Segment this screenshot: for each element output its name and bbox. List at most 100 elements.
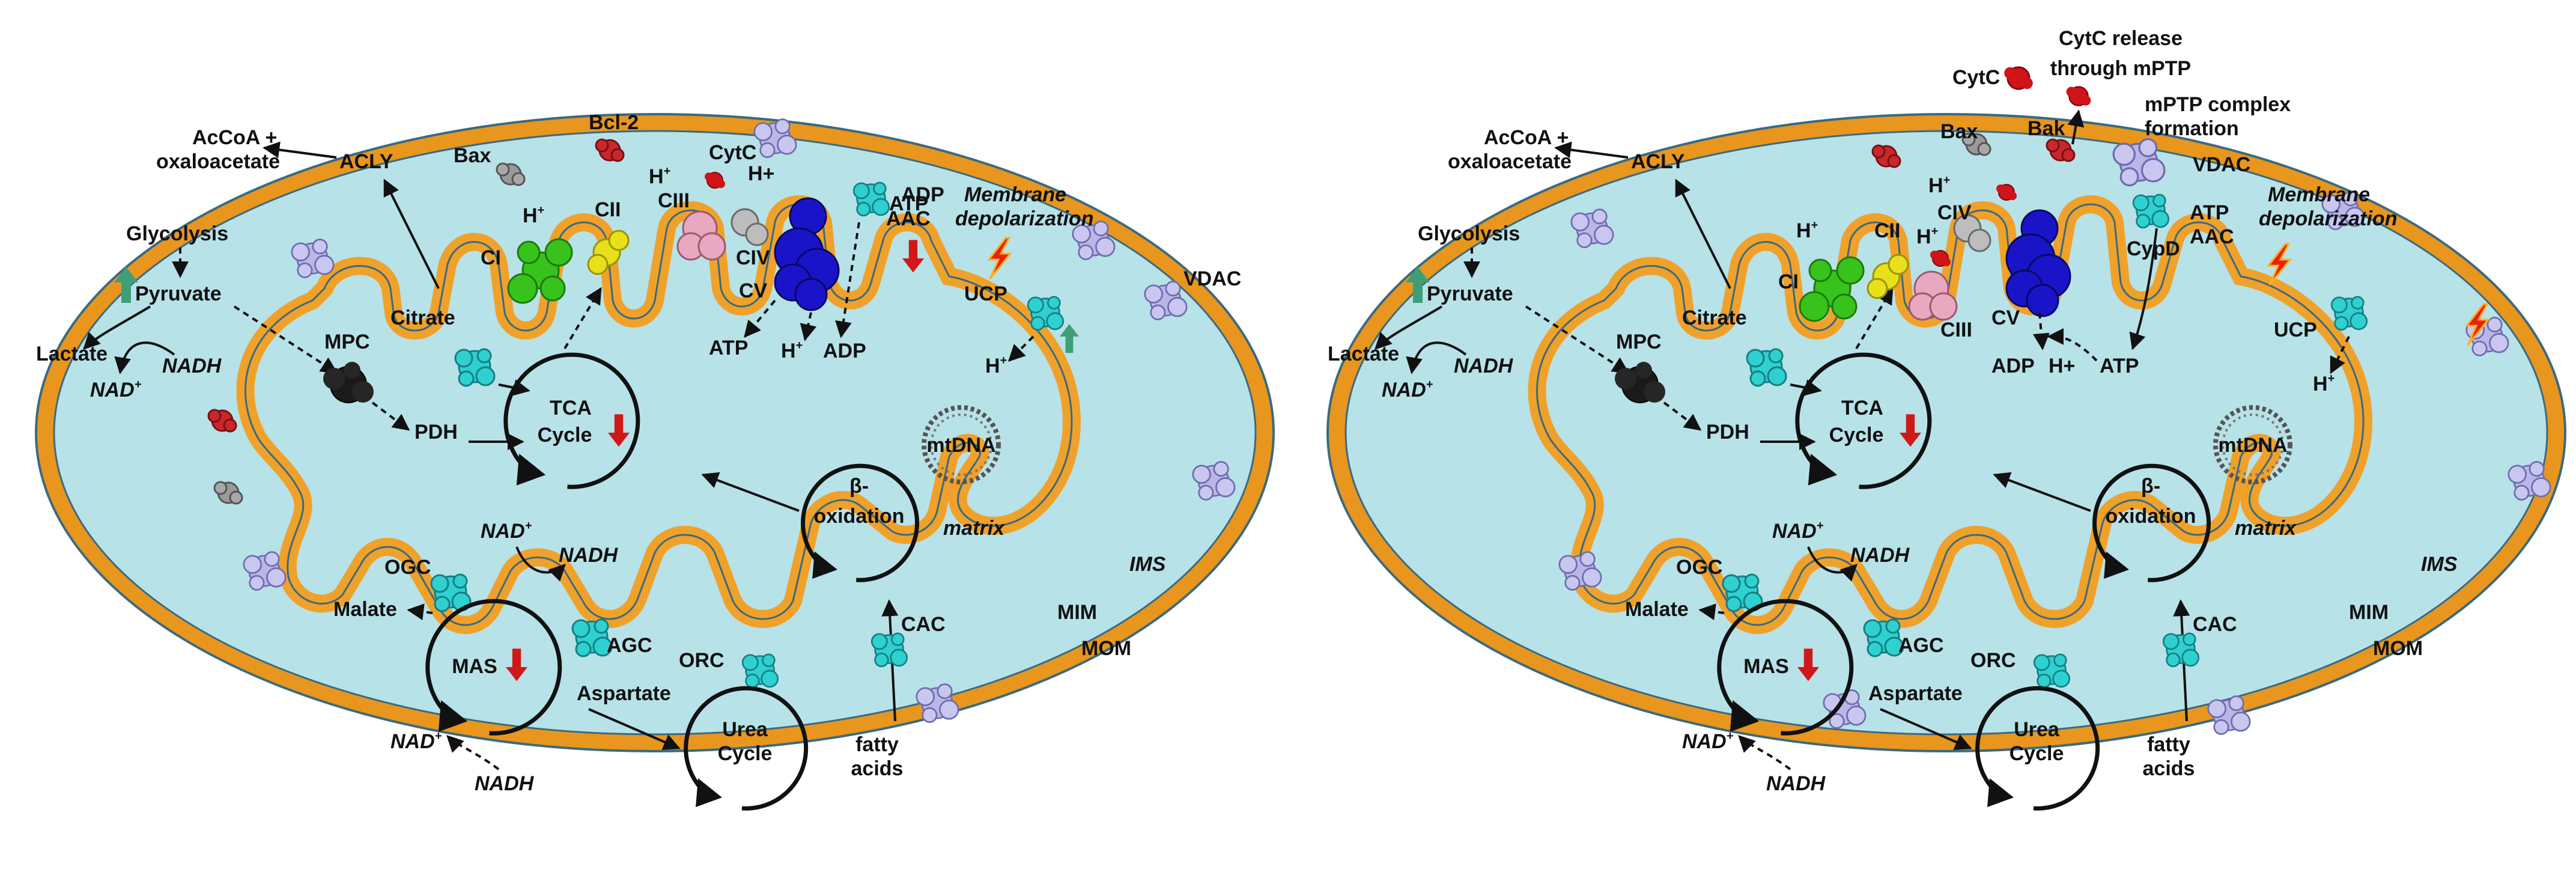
urea-label: Urea — [2014, 718, 2060, 741]
nad-label-superscript: + — [1727, 730, 1734, 743]
adp-label: ADP — [1991, 355, 2035, 377]
cv-label: CV — [1991, 306, 2020, 329]
membrane-label: Membrane — [2268, 183, 2370, 206]
depolarization-label: depolarization — [955, 207, 1093, 230]
tca-label: TCA — [550, 397, 592, 419]
civ-label: CIV — [1937, 201, 1972, 224]
nad-label-superscript: + — [135, 378, 142, 391]
glycolysis-label: Glycolysis — [1418, 222, 1520, 245]
ci-label: CI — [1778, 270, 1799, 293]
cytc-release-label: CytC release — [2059, 27, 2183, 50]
glycolysis-label: Glycolysis — [126, 222, 228, 245]
cac-icon — [2163, 633, 2199, 666]
h-proton-label-superscript: + — [1000, 354, 1007, 367]
nad-label-superscript: + — [1817, 519, 1824, 532]
h-proton-label-superscript: + — [2328, 372, 2335, 385]
fatty-label: fatty — [2147, 733, 2190, 756]
urea-cycle-label: Cycle — [2009, 742, 2064, 765]
bax-label: Bax — [454, 144, 491, 167]
h-plus-label: H+ — [748, 162, 774, 185]
ims-label: IMS — [2421, 553, 2458, 576]
aspartate-label: Aspartate — [577, 682, 671, 705]
ucp-label: UCP — [964, 282, 1007, 305]
h-proton-label-superscript: + — [1943, 174, 1951, 187]
nadh-label: NADH — [475, 772, 535, 795]
atp-label: ATP — [709, 337, 748, 359]
citrate-label: Citrate — [1682, 306, 1747, 329]
beta-label: β- — [2141, 475, 2160, 498]
vdac-label: VDAC — [1183, 267, 1241, 290]
orc-label: ORC — [679, 649, 724, 672]
membrane-label: Membrane — [964, 183, 1066, 206]
pyruvate-label: Pyruvate — [1427, 282, 1513, 305]
nadh-arrow — [448, 736, 499, 769]
nad-label: NAD+ — [90, 378, 142, 401]
acly-label: ACLY — [339, 150, 393, 173]
ci-label: CI — [481, 246, 501, 269]
ucp-icon — [2331, 297, 2367, 330]
through-mptp-label: through mPTP — [2050, 57, 2191, 80]
nadh-label: NADH — [1766, 772, 1826, 795]
mom-label: MOM — [2373, 637, 2423, 660]
urea-label: Urea — [722, 718, 768, 741]
malate-label: Malate — [1625, 598, 1689, 621]
h-plus-label: H+ — [2049, 355, 2075, 377]
nad-label-superscript: + — [1426, 378, 1433, 391]
tca-cycle-label: Cycle — [1829, 424, 1884, 447]
nad-label: NAD+ — [1772, 519, 1824, 543]
citrate-carrier-icon — [1747, 349, 1786, 386]
acly-label: ACLY — [1631, 150, 1685, 173]
nadh-arrow — [1739, 736, 1790, 769]
cytc-icon — [2004, 67, 2033, 89]
oxidation-label: oxidation — [2105, 505, 2196, 528]
vdac-icon — [2208, 697, 2250, 734]
citrate-label: Citrate — [390, 306, 455, 329]
h-proton-label-superscript: + — [1811, 219, 1818, 232]
cac-label: CAC — [901, 613, 946, 636]
aac-label: AAC — [2190, 225, 2234, 248]
orc-icon — [743, 654, 778, 688]
adp-label: ADP — [823, 340, 866, 362]
nad-label-superscript: + — [435, 730, 442, 743]
orc-label: ORC — [1970, 649, 2016, 672]
vdac-icon — [1560, 552, 1601, 590]
nadh-label: NADH — [1454, 355, 1514, 377]
mptp-ant-icon — [2133, 195, 2169, 228]
h-proton-label-superscript: + — [538, 204, 545, 217]
nad-label: NAD+ — [481, 519, 532, 543]
malate-label: Malate — [333, 598, 397, 621]
nad-label: NAD+ — [390, 730, 442, 753]
oxidation-label: oxidation — [813, 505, 904, 528]
vdac-icon — [292, 240, 333, 278]
mim-label: MIM — [1057, 601, 1097, 624]
acids-label: acids — [2143, 757, 2195, 780]
lactate-label: Lactate — [1328, 343, 1399, 365]
vdac-icon — [1145, 282, 1186, 320]
mptp-vdac-icon — [2113, 139, 2164, 186]
mpc-label: MPC — [1616, 331, 1662, 353]
ims-label: IMS — [1129, 553, 1166, 576]
cv-label: CV — [739, 279, 768, 302]
oxaloacetate-label: oxaloacetate — [156, 150, 280, 173]
cii-label: CII — [1874, 219, 1900, 242]
cytc-label: CytC — [709, 141, 756, 164]
atp-label: ATP — [2100, 355, 2139, 377]
civ-label: CIV — [736, 246, 770, 269]
mtdna-label: mtDNA — [2218, 434, 2287, 457]
cac-label: CAC — [2193, 613, 2237, 636]
vdac-label: VDAC — [2193, 153, 2250, 176]
bak-label: Bak — [2028, 117, 2065, 140]
cytc-icon — [2067, 87, 2091, 105]
pdh-label: PDH — [415, 421, 458, 444]
beta-label: β- — [849, 475, 869, 498]
agc-icon — [573, 620, 612, 656]
aac-label: AAC — [886, 207, 931, 230]
nadh-label: NADH — [162, 355, 222, 377]
mas-label: MAS — [1743, 655, 1789, 678]
citrate-carrier-icon — [455, 349, 494, 386]
adp-label: ADP — [901, 183, 944, 206]
nadh-label: NADH — [1850, 544, 1910, 567]
orc-icon — [2034, 654, 2070, 688]
